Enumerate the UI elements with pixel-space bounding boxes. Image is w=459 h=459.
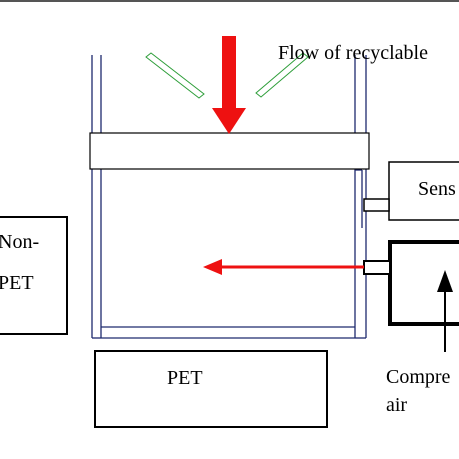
sensor-connector: [363, 198, 390, 212]
compressed-air-label-line1: Compre: [386, 366, 451, 388]
non-pet-label-line2: PET: [0, 272, 34, 294]
flow-label: Flow of recyclable: [278, 42, 428, 64]
cross-beam: [89, 132, 370, 170]
non-pet-bin: [0, 216, 68, 335]
compressed-air-label-line2: air: [386, 394, 408, 416]
sensor-box: [388, 161, 459, 221]
ejection-arrow: [203, 259, 364, 275]
air-nozzle: [363, 260, 391, 275]
flow-arrow: [212, 36, 246, 134]
chute-frame: [91, 55, 367, 339]
deflector-plates: [145, 52, 309, 99]
non-pet-label-line1: Non-: [0, 231, 40, 253]
sensor-label: Sens: [418, 178, 456, 200]
pet-bin: [94, 350, 328, 428]
air-supply-arrow: [437, 270, 453, 352]
pet-label: PET: [167, 367, 203, 389]
